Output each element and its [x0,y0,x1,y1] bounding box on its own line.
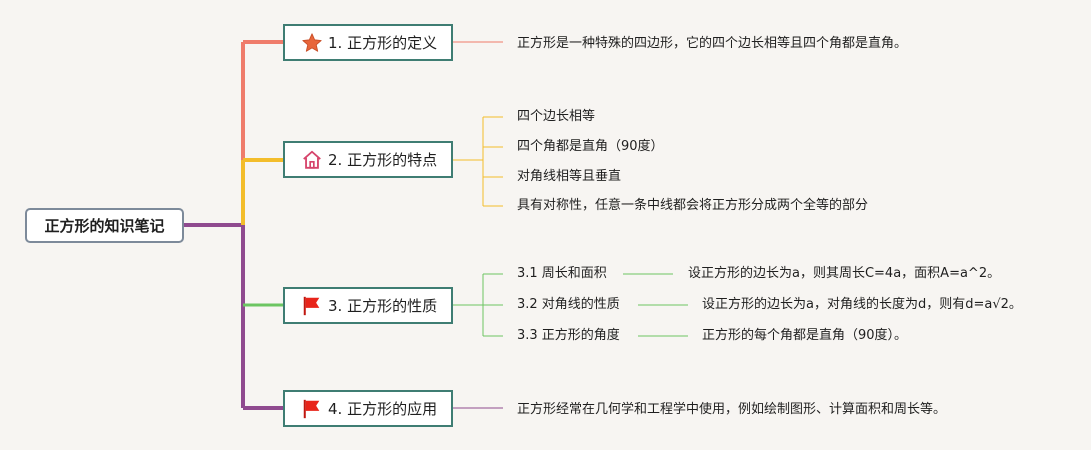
leaf-feature: 具有对称性，任意一条中线都会将正方形分成两个全等的部分 [517,198,869,213]
leaf-feature: 四个角都是直角（90度） [517,139,664,154]
subtopic-label: 3.1 周长和面积 [517,266,607,281]
root-node[interactable]: 正方形的知识笔记 [25,208,184,243]
red-flag-icon [301,295,323,317]
topic-features[interactable]: 2. 正方形的特点 [283,141,453,178]
subtopic-detail: 设正方形的边长为a，则其周长C=4a，面积A=a^2。 [688,266,1001,281]
leaf-feature: 四个边长相等 [517,109,596,124]
house-icon [301,149,323,171]
topic-properties[interactable]: 3. 正方形的性质 [283,287,453,324]
topic-label: 4. 正方形的应用 [328,400,438,418]
leaf-application: 正方形经常在几何学和工程学中使用，例如绘制图形、计算面积和周长等。 [517,402,947,417]
subtopic-detail: 设正方形的边长为a，对角线的长度为d，则有d=a√2。 [702,297,1022,312]
topic-definition[interactable]: 1. 正方形的定义 [283,24,453,61]
topic-label: 2. 正方形的特点 [328,151,438,169]
topic-applications[interactable]: 4. 正方形的应用 [283,390,453,427]
root-label: 正方形的知识笔记 [44,217,165,235]
topic-label: 1. 正方形的定义 [328,34,438,52]
topic-label: 3. 正方形的性质 [328,297,438,315]
subtopic-detail: 正方形的每个角都是直角（90度）。 [702,328,908,343]
subtopic-label: 3.2 对角线的性质 [517,297,620,312]
star-icon [301,32,323,54]
subtopic-label: 3.3 正方形的角度 [517,328,620,343]
leaf-definition: 正方形是一种特殊的四边形，它的四个边长相等且四个角都是直角。 [517,36,908,51]
leaf-feature: 对角线相等且垂直 [517,169,622,184]
red-flag-icon [301,398,323,420]
